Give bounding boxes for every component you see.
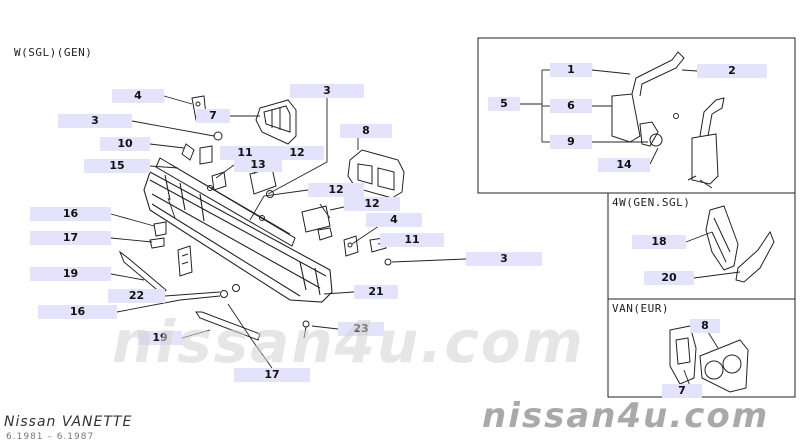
callout-label: 10 [100,137,150,151]
callout-label: 19 [138,331,182,345]
headlamp-part-8 [347,149,405,199]
callout-label: 20 [644,271,694,285]
callout-label: 7 [662,384,702,398]
callout-label: 16 [30,207,111,221]
callout-label: 19 [30,267,111,281]
callout-label: 3 [290,84,364,98]
callout-label: 6 [550,99,592,113]
mirror-leader-lines [520,69,698,165]
callout-label: 4 [112,89,164,103]
footer-model: Nissan VANETTE [4,414,133,430]
footer-dates: 6.1981 – 6.1987 [6,432,95,442]
callout-label: 12 [308,183,364,197]
door-mirror-right [687,97,725,189]
headlamp-bezel-part-7 [255,99,297,145]
main-section-title: W(SGL)(GEN) [14,46,93,59]
mud-flap-parts [705,205,775,283]
callout-label: 4 [366,213,422,227]
callout-label: 12 [270,146,324,160]
callout-label: 7 [196,109,230,123]
reinforcement-bar [155,157,296,247]
watermark-corner: nissan4u.com [482,396,770,436]
bumper-bar [143,171,333,303]
callout-label: 3 [58,114,132,128]
side-clips [343,235,392,266]
callout-label: 22 [108,289,165,303]
watermark-main: nissan4u.com [112,308,585,376]
callout-label: 15 [84,159,150,173]
callout-label: 11 [220,146,270,160]
sub-section-leader-lines [683,231,741,387]
callout-label: 17 [30,231,111,245]
door-mirror-left [611,51,685,147]
callout-label: 23 [338,322,384,336]
4w-section-title: 4W(GEN.SGL) [612,196,691,209]
callout-label: 16 [38,305,117,319]
callout-label: 8 [340,124,392,138]
van-section-title: VAN(EUR) [612,302,669,315]
callout-label: 12 [344,197,400,211]
callout-label: 8 [690,319,720,333]
van-headlamp-parts [669,325,749,393]
license-plate-bracket [177,245,310,339]
lower-clips [149,221,167,249]
side-brackets [211,167,333,241]
callout-label: 11 [380,233,444,247]
callout-label: 5 [488,97,520,111]
callout-label: 13 [234,158,282,172]
callout-label: 2 [697,64,767,78]
callout-label: 21 [354,285,398,299]
callout-label: 9 [550,135,592,149]
callout-label: 1 [550,63,592,77]
callout-label: 3 [466,252,542,266]
callout-label: 17 [234,368,310,382]
callout-label: 18 [632,235,686,249]
callout-label: 14 [598,158,650,172]
